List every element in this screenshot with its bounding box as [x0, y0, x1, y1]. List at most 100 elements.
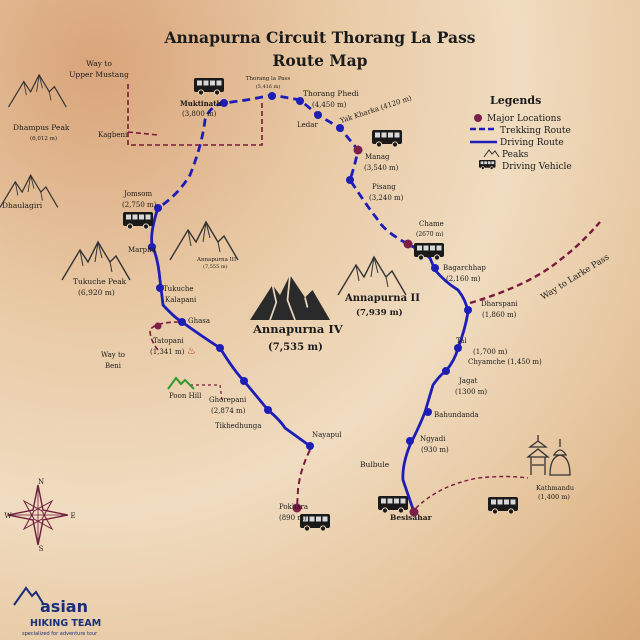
label-pokhara-elev: (890 m) — [279, 514, 307, 522]
label-bulbule: Bulbule — [360, 460, 390, 469]
mountain-icon — [337, 256, 407, 296]
label-jagat: Jagat — [458, 377, 478, 385]
label-ghorepani-elev: (2,874 m) — [211, 407, 246, 415]
poon-hill-icon — [167, 376, 195, 390]
label-dharapani-elev: (1,860 m) — [482, 311, 517, 319]
label-upper-mustang: Way to — [86, 59, 112, 68]
label-kalapani: Kalapani — [165, 296, 197, 304]
label-thorang-la: Thorang la Pass — [246, 76, 291, 82]
label-dharapani: Dharspani — [481, 300, 518, 308]
trekking-route — [157, 93, 409, 246]
label-bahundanda: Bahundanda — [434, 411, 479, 419]
legend-peak-symbol — [483, 149, 500, 158]
label-pisang-elev: (3,240 m) — [369, 194, 404, 202]
temple-icon — [526, 435, 571, 476]
label-yak-kharka: Yak Kharka (4120 m) — [338, 94, 413, 125]
label-tal-elev: (1,700 m) — [473, 348, 508, 356]
label-jagat-elev: (1300 m) — [455, 388, 487, 396]
trek-beni — [149, 321, 181, 351]
label-jomsom: Jomsom — [123, 190, 152, 198]
trek-kagbeni-muktinath — [127, 84, 263, 146]
company-logo: asian HIKING TEAM specialized for advent… — [13, 586, 101, 637]
mountain-icon — [169, 221, 239, 261]
legend-trek: Trekking Route — [500, 126, 571, 136]
label-muktinath-elev: (3,800 m) — [182, 110, 217, 118]
label-annapurna4: Annapurna IV — [252, 322, 344, 336]
label-tal: Tal — [456, 337, 467, 345]
label-annapurna2-elev: (7,939 m) — [356, 307, 403, 318]
label-thorang-phedi: Thorang Phedi — [303, 89, 360, 98]
label-ngyadi: Ngyadi — [420, 435, 446, 443]
legend-vehicle: Driving Vehicle — [502, 162, 572, 172]
trek-poonhill — [190, 384, 223, 401]
label-kathmandu: Kathmandu — [536, 484, 574, 492]
map-title-line1: Annapurna Circuit Thorang La Pass — [163, 28, 475, 47]
label-pokhara: Pokhara — [279, 503, 308, 511]
legend-peaks: Peaks — [502, 150, 529, 160]
label-annapurna3-elev: (7,555 m) — [203, 263, 228, 270]
map-title-line2: Route Map — [273, 51, 368, 70]
logo-name1: asian — [40, 597, 88, 616]
label-kagbeni: Kagbeni — [98, 131, 128, 139]
bus-icon — [193, 77, 225, 96]
hot-spring-icon: ♨ — [187, 346, 196, 357]
mountain-icon — [249, 274, 331, 321]
logo-tagline: specialized for adventure tour — [22, 631, 98, 637]
label-ghasa: Ghasa — [188, 317, 210, 325]
label-bagarchhap-elev: (2,160 m) — [446, 275, 481, 283]
mountain-icon — [61, 241, 131, 281]
compass-n: N — [38, 478, 44, 486]
compass-e: E — [70, 512, 75, 520]
label-tukuche-peak: Tukuche Peak — [73, 277, 127, 286]
label-ghorepani: Ghorepani — [209, 396, 247, 404]
label-tatopani: Tatopani — [153, 337, 184, 345]
label-jomsom-elev: (2,750 m) — [122, 201, 157, 209]
compass-s: S — [39, 545, 44, 553]
label-muktinath: Muktinath — [180, 99, 222, 108]
trek-kagbeni-branch — [127, 131, 159, 136]
mountain-icon — [7, 74, 67, 108]
label-poon-hill: Poon Hill — [169, 392, 202, 400]
label-upper-mustang-2: Upper Mustang — [69, 70, 129, 79]
label-pisang: Pisang — [372, 183, 396, 191]
label-dhaulagiri: Dhaulagiri — [2, 201, 43, 210]
label-dhampus-elev: (6,012 m) — [30, 135, 57, 142]
label-ngyadi-elev: (930 m) — [421, 446, 449, 454]
label-thorang-phedi-elev: (4,450 m) — [312, 101, 347, 109]
label-larke: Way to Larke Pass — [539, 252, 611, 302]
label-tukuche-peak-elev: (6,920 m) — [78, 288, 115, 297]
trek-pokhara — [296, 449, 311, 509]
route-stops — [148, 92, 472, 450]
legend-heading: Legends — [490, 94, 541, 107]
bus-icon — [487, 496, 519, 515]
label-annapurna4-elev: (7,535 m) — [268, 342, 323, 353]
trek-larke — [469, 221, 601, 305]
logo-name2: HIKING TEAM — [30, 618, 101, 629]
svg-text:♨: ♨ — [187, 346, 196, 357]
label-annapurna2: Annapurna II — [344, 293, 420, 304]
legend-major-symbol — [474, 114, 482, 122]
label-chyamche: Chyamche (1,450 m) — [468, 358, 542, 366]
bus-icon — [377, 495, 409, 514]
bus-icon — [122, 211, 154, 230]
label-kathmandu-elev: (1,400 m) — [538, 493, 570, 501]
label-annapurna3: Annapurna III — [196, 257, 236, 263]
label-beni: Way to — [101, 351, 125, 359]
label-manang: Manag — [365, 153, 390, 161]
label-nayapul: Nayapul — [312, 431, 342, 439]
label-beni-2: Beni — [105, 362, 122, 370]
legend-drive: Driving Route — [500, 138, 564, 148]
label-besisahar: Besisahar — [390, 513, 433, 522]
bus-icon — [371, 129, 403, 148]
label-tatopani-elev: (1,341 m) — [150, 348, 185, 356]
label-thorang-la-elev: (5,416 m) — [256, 83, 281, 90]
compass-w: W — [4, 512, 12, 520]
label-marpha: Marpha — [128, 246, 156, 254]
major-locations — [154, 145, 419, 517]
compass-rose — [7, 484, 69, 546]
label-bagarchhap: Bagarchhap — [443, 264, 486, 272]
label-chame-elev: (2670 m) — [416, 231, 444, 238]
legend-bus-symbol — [478, 159, 496, 170]
